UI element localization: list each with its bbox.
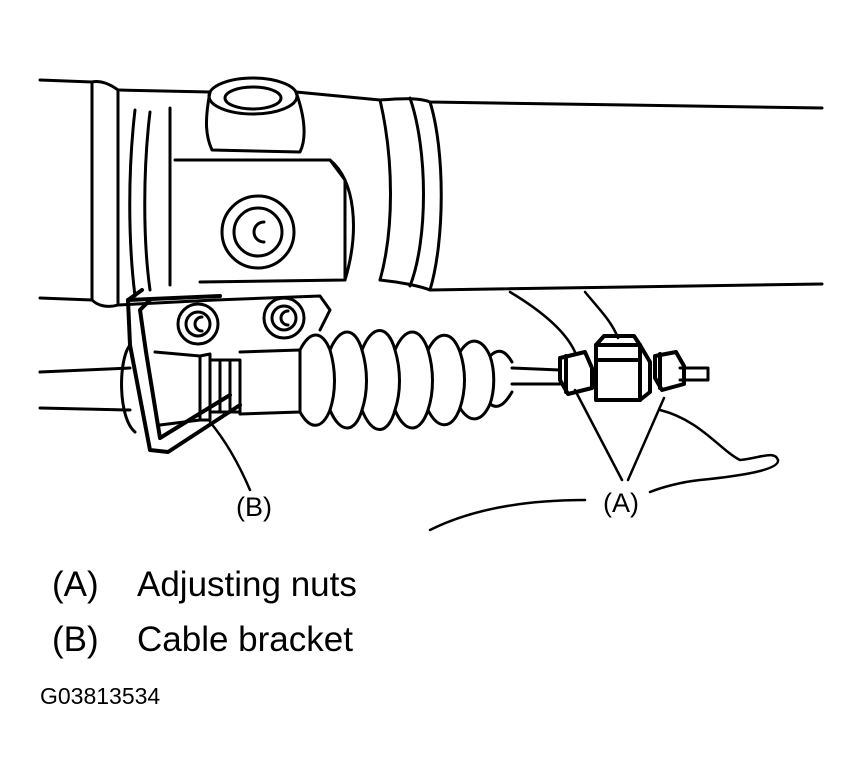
leader-lines <box>208 388 666 492</box>
legend-label: Cable bracket <box>137 620 353 659</box>
shaft-housing <box>38 78 824 308</box>
rubber-boot <box>298 329 514 431</box>
bracket-bolts <box>176 296 306 346</box>
cable-bracket <box>126 288 242 454</box>
callout-a-label: (A) <box>603 488 639 518</box>
callout-b-label: (B) <box>236 492 272 522</box>
legend-key: (B) <box>52 620 99 659</box>
cable-adjustment-illustration <box>38 76 824 532</box>
universal-joint <box>128 76 355 332</box>
legend-row: (B) Cable bracket <box>52 620 353 660</box>
legend-label: Adjusting nuts <box>137 565 357 604</box>
frame-lines <box>428 290 780 532</box>
figure-code: G03813534 <box>40 683 161 709</box>
legend-key: (A) <box>52 565 99 604</box>
cable-end-fitting <box>38 343 302 434</box>
legend-row: (A) Adjusting nuts <box>52 565 357 605</box>
adjusting-nuts <box>558 334 686 402</box>
threaded-rod <box>510 366 710 386</box>
